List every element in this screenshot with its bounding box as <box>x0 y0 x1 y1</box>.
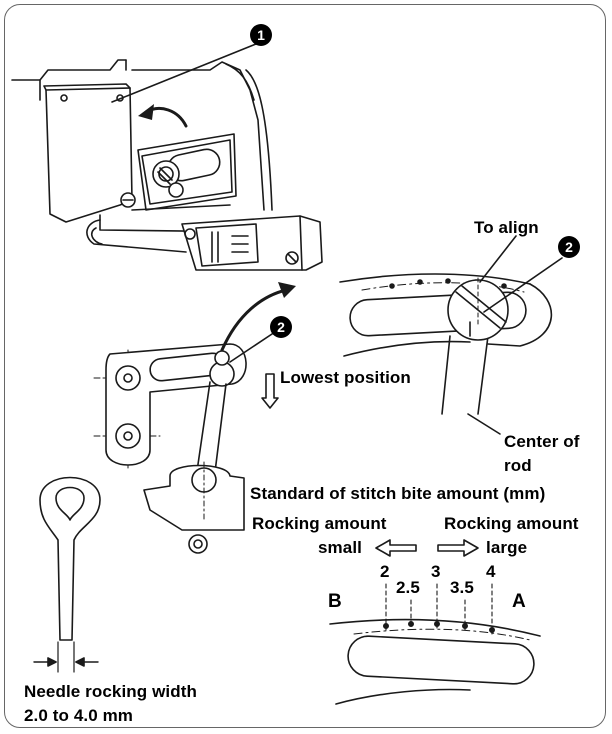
needle-illustration <box>33 476 101 673</box>
rocking-large-label-1: Rocking amount <box>444 514 579 533</box>
scale-tick-2-5: 2.5 <box>396 578 420 597</box>
center-of-rod-label-2: rod <box>504 456 532 475</box>
stitch-scale-illustration <box>329 583 541 705</box>
part-2-badge-crank: 2 <box>270 316 292 338</box>
rocking-arrows <box>375 539 479 557</box>
point-a-label: A <box>512 591 526 612</box>
scale-tick-2: 2 <box>380 562 390 581</box>
stitch-standard-label: Standard of stitch bite amount (mm) <box>250 484 546 503</box>
clamp-bracket <box>181 215 323 271</box>
part-2-badge-zoom: 2 <box>558 236 580 258</box>
lowest-position-label: Lowest position <box>280 368 411 387</box>
to-align-label: To align <box>474 218 539 237</box>
center-of-rod-label-1: Center of <box>504 432 580 451</box>
rocking-large-label-2: large <box>486 538 528 557</box>
rocking-small-label-1: Rocking amount <box>252 514 387 533</box>
scale-tick-4: 4 <box>486 562 496 581</box>
part-1-badge: 1 <box>250 24 272 46</box>
rocking-small-label-2: small <box>318 538 362 557</box>
scale-tick-3-5: 3.5 <box>450 578 474 597</box>
needle-width-label-2: 2.0 to 4.0 mm <box>24 706 134 725</box>
zoom-detail-illustration <box>339 235 563 435</box>
crank-linkage-illustration <box>93 282 296 554</box>
scale-tick-3: 3 <box>431 562 441 581</box>
needle-width-label-1: Needle rocking width <box>24 682 197 701</box>
diagram-frame <box>4 4 606 728</box>
cover-plate <box>43 83 136 223</box>
machine-head-illustration <box>11 43 323 271</box>
point-b-label: B <box>328 591 342 612</box>
adjustment-slot-window <box>137 133 237 211</box>
